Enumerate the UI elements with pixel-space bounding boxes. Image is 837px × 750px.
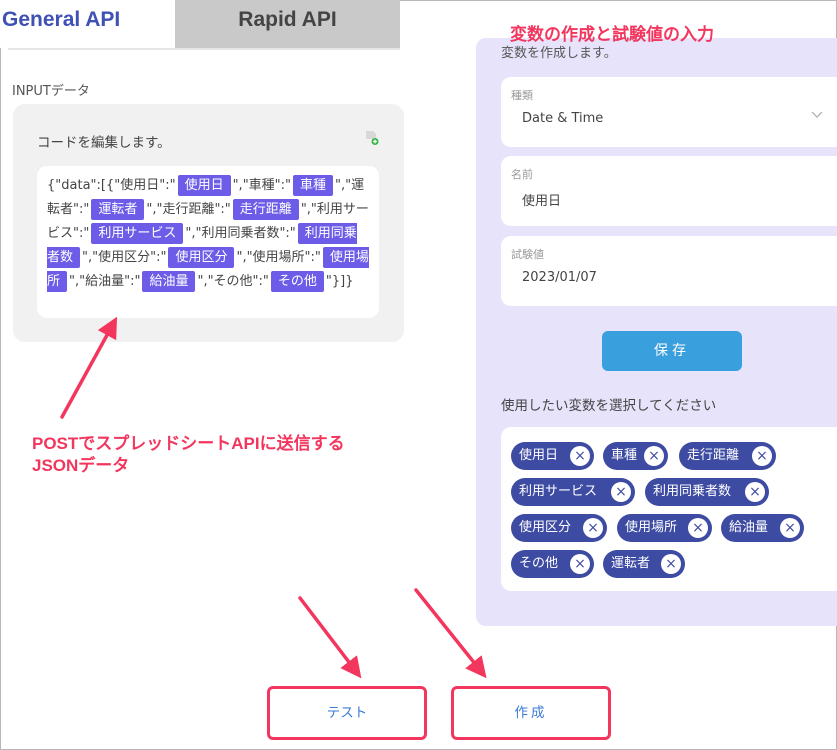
variable-chip[interactable]: 使用区分 × <box>511 514 607 542</box>
variable-chip[interactable]: 利用同乗者数 × <box>645 478 769 506</box>
code-text-segment: ","利用サービス":" <box>47 202 369 241</box>
variable-chip[interactable]: 使用場所 × <box>617 514 712 542</box>
tab-rapid-api[interactable]: Rapid API <box>175 0 400 48</box>
variable-chip[interactable]: 使用日 × <box>511 442 594 470</box>
code-variable-chip[interactable]: 利用サービス <box>91 223 184 244</box>
remove-chip-icon[interactable]: × <box>780 518 800 538</box>
remove-chip-icon[interactable]: × <box>570 446 590 466</box>
code-variable-chip[interactable]: 車種 <box>293 175 334 196</box>
variable-chip-label: 利用サービス <box>519 484 598 499</box>
variable-chip[interactable]: 走行距離 × <box>679 442 776 470</box>
create-button[interactable]: 作成 <box>451 686 611 740</box>
variable-chip-label: その他 <box>519 556 559 571</box>
test-button[interactable]: テスト <box>267 686 427 740</box>
remove-chip-icon[interactable]: × <box>583 518 603 538</box>
name-value: 使用日 <box>522 194 562 209</box>
remove-chip-icon[interactable]: × <box>661 554 681 574</box>
name-label: 名前 <box>511 168 533 181</box>
remove-chip-icon[interactable]: × <box>644 446 664 466</box>
save-button[interactable]: 保存 <box>602 331 742 371</box>
variable-chip[interactable]: その他 × <box>511 550 594 578</box>
code-text-segment: ","使用場所":" <box>236 250 321 265</box>
code-variable-chip[interactable]: 走行距離 <box>232 199 299 220</box>
remove-chip-icon[interactable]: × <box>745 482 765 502</box>
remove-chip-icon[interactable]: × <box>611 482 631 502</box>
remove-chip-icon[interactable]: × <box>688 518 708 538</box>
code-text-segment: ","車種":" <box>232 178 292 193</box>
remove-chip-icon[interactable]: × <box>752 446 772 466</box>
variable-chip[interactable]: 運転者 × <box>603 550 685 578</box>
code-text-segment: ","使用区分":" <box>82 250 167 265</box>
code-text-segment: {"data":[{"使用日":" <box>47 178 176 193</box>
variable-select-label: 使用したい変数を選択してください <box>501 398 717 414</box>
add-document-icon[interactable] <box>365 130 379 146</box>
annotation-post-line2: JSONデータ <box>32 456 130 475</box>
code-variable-chip[interactable]: 使用区分 <box>168 247 235 268</box>
code-variable-chip[interactable]: 使用日 <box>177 175 231 196</box>
variable-chip-label: 運転者 <box>611 556 651 571</box>
variable-chip-label: 使用日 <box>519 448 559 463</box>
variable-chip-label: 給油量 <box>729 520 769 535</box>
annotation-post-line1: POSTでスプレッドシートAPIに送信する <box>32 434 345 453</box>
type-value: Date & Time <box>522 111 604 126</box>
arrow-to-test <box>298 596 362 679</box>
type-select[interactable]: 種類 Date & Time <box>501 77 837 147</box>
name-field[interactable]: 名前 使用日 <box>501 156 837 226</box>
variable-chip-label: 利用同乗者数 <box>653 484 732 499</box>
code-variable-chip[interactable]: 運転者 <box>91 199 145 220</box>
variable-chip[interactable]: 給油量 × <box>721 514 804 542</box>
code-text-segment: ","利用同乗者数":" <box>185 226 296 241</box>
chevron-down-icon <box>811 111 823 118</box>
code-text-segment: ","給油量":" <box>69 274 141 289</box>
variable-chip[interactable]: 車種 × <box>603 442 668 470</box>
variable-chip-label: 走行距離 <box>687 448 740 463</box>
test-value: 2023/01/07 <box>522 270 597 285</box>
code-variable-chip[interactable]: その他 <box>270 271 324 292</box>
code-text-segment: ","その他":" <box>197 274 269 289</box>
tab-general-api[interactable]: General API <box>0 0 175 48</box>
variable-chip-label: 使用区分 <box>519 520 572 535</box>
arrow-to-create <box>414 588 487 679</box>
code-text-segment: ","運転者":" <box>47 178 365 217</box>
type-label: 種類 <box>511 89 533 102</box>
edit-code-label: コードを編集します。 <box>37 135 171 151</box>
arrow-to-json <box>60 316 118 419</box>
annotation-post-json: POSTでスプレッドシートAPIに送信する JSONデータ <box>32 433 345 477</box>
remove-chip-icon[interactable]: × <box>570 554 590 574</box>
variable-chip[interactable]: 利用サービス × <box>511 478 635 506</box>
code-variable-chip[interactable]: 給油量 <box>142 271 196 292</box>
variable-chip-label: 車種 <box>611 448 638 463</box>
variable-subtitle: 変数を作成します。 <box>501 46 617 61</box>
tab-divider <box>8 48 400 50</box>
test-value-field[interactable]: 試験値 2023/01/07 <box>501 236 837 306</box>
code-text-segment: "}]} <box>325 274 354 289</box>
json-code[interactable]: {"data":[{"使用日":"使用日","車種":"車種","運転者":"運… <box>47 174 369 294</box>
variable-chip-label: 使用場所 <box>625 520 678 535</box>
input-data-label: INPUTデータ <box>12 84 90 99</box>
code-text-segment: ","走行距離":" <box>146 202 231 217</box>
annotation-title: 変数の作成と試験値の入力 <box>510 25 714 44</box>
test-value-label: 試験値 <box>511 248 544 261</box>
